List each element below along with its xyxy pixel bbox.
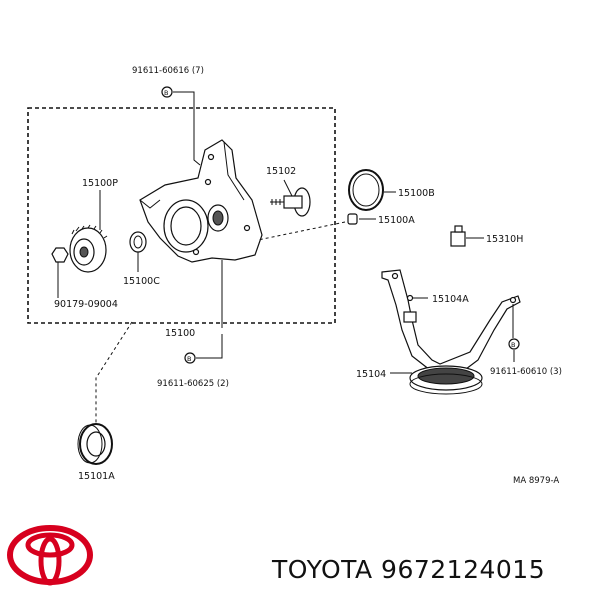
seal-15100C bbox=[129, 231, 147, 253]
label-15310H: 15310H bbox=[486, 234, 523, 245]
brand-part-number: TOYOTA 9672124015 bbox=[272, 555, 546, 584]
leader-15102 bbox=[283, 179, 293, 197]
dash-link-15100A bbox=[257, 221, 346, 241]
oil-strainer bbox=[381, 269, 521, 395]
bolt-mark-right: B bbox=[508, 338, 520, 350]
label-15104A: 15104A bbox=[432, 294, 469, 305]
label-15104: 15104 bbox=[356, 369, 386, 380]
relief-valve bbox=[270, 187, 311, 217]
toyota-logo bbox=[7, 525, 93, 586]
assembly-frame bbox=[27, 107, 336, 324]
oil-pump-body bbox=[139, 139, 263, 263]
svg-text:B: B bbox=[511, 341, 515, 349]
part-15100A bbox=[347, 213, 358, 225]
label-15100C: 15100C bbox=[123, 276, 160, 287]
bolt-mark-bottom: B bbox=[184, 352, 196, 364]
plug-15310H bbox=[450, 225, 466, 247]
svg-text:B: B bbox=[164, 89, 168, 97]
drive-gear bbox=[69, 224, 108, 273]
label-bolt-right: 91611-60610 (3) bbox=[490, 367, 562, 377]
o-ring-15100B bbox=[348, 169, 384, 211]
leader-bolt-bottom bbox=[196, 334, 223, 359]
bolt-mark-top: B bbox=[161, 86, 173, 98]
label-90179: 90179-09004 bbox=[54, 299, 118, 310]
diagram-reference: MA 8979-A bbox=[513, 476, 559, 486]
label-15100B: 15100B bbox=[398, 188, 435, 199]
label-15100: 15100 bbox=[165, 328, 195, 339]
label-15102: 15102 bbox=[266, 166, 296, 177]
label-15100A: 15100A bbox=[378, 215, 415, 226]
label-bolt-bottom: 91611-60625 (2) bbox=[157, 379, 229, 389]
leader-bolt-top bbox=[173, 91, 201, 166]
label-bolt-top: 91611-60616 (7) bbox=[132, 66, 204, 76]
crank-seal-15101A bbox=[77, 423, 113, 465]
washer-15104A bbox=[406, 294, 414, 302]
nut-90179 bbox=[51, 247, 69, 263]
svg-text:B: B bbox=[187, 355, 191, 363]
label-15100P: 15100P bbox=[82, 178, 118, 189]
label-15101A: 15101A bbox=[78, 471, 115, 482]
dash-link-15101A bbox=[95, 321, 133, 424]
